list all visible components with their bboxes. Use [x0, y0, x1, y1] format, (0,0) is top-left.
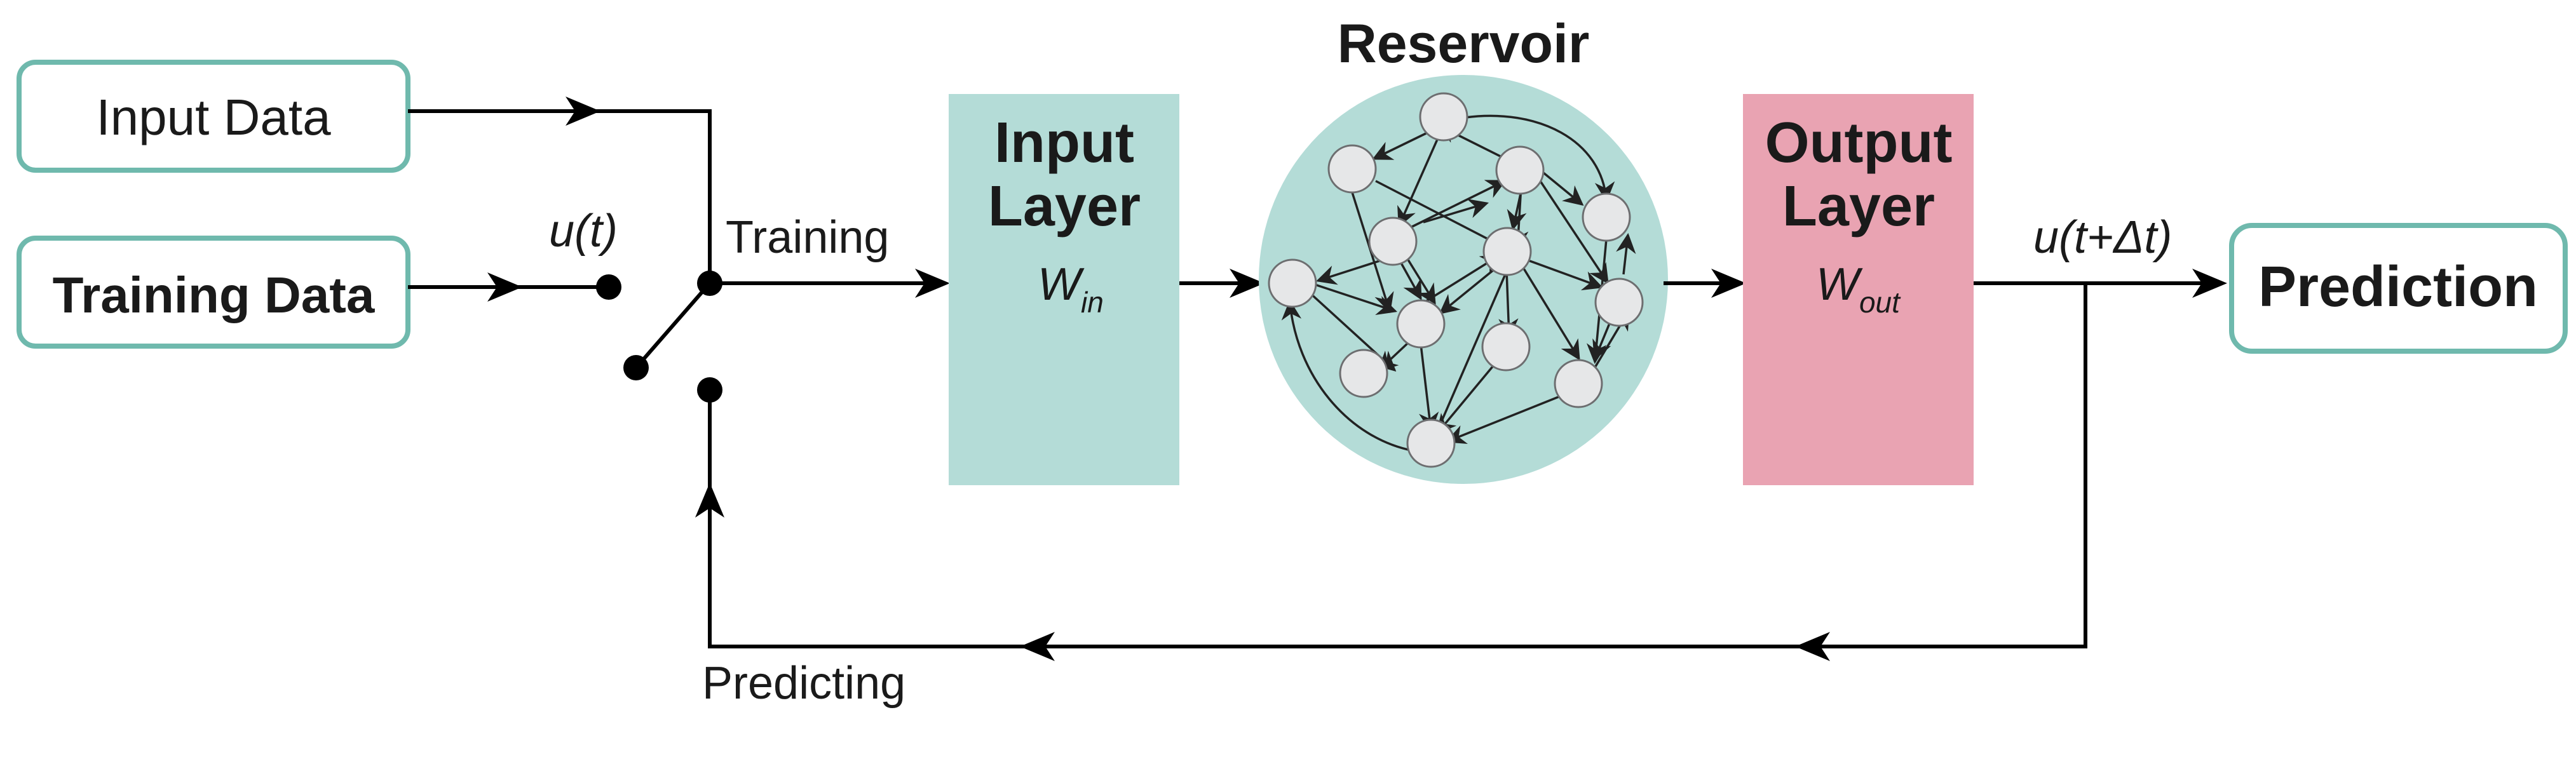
output-layer-box [1743, 94, 1974, 485]
reservoir-edge [1521, 265, 1580, 361]
input-weight-symbol: W [1038, 259, 1085, 310]
input-data-arrow [566, 97, 600, 126]
reservoir-node [1268, 258, 1317, 308]
reservoir-node [1582, 192, 1631, 242]
reservoir-node [1482, 227, 1532, 276]
training-contact [596, 274, 621, 300]
training-data-box [17, 236, 410, 349]
reservoir-node [1419, 92, 1468, 142]
u-next-label: u(t+Δt) [2033, 212, 2172, 263]
output-weight-label: Wout [1816, 259, 1901, 319]
input-layer-title-2: Layer [988, 175, 1141, 238]
reservoir-node [1396, 299, 1446, 349]
reservoir-edge [1592, 318, 1613, 361]
reservoir-title: Reservoir [1338, 13, 1590, 74]
reservoir-to-output-arrow [1711, 269, 1746, 298]
feedback-arrow-left [1020, 632, 1055, 661]
reservoir-node [1327, 144, 1377, 194]
switch-blade [634, 282, 712, 369]
reservoir-node [1481, 322, 1531, 372]
feedback-arrow-up [695, 483, 724, 518]
predicting-label: Predicting [702, 658, 905, 709]
feedback-loop-wire [708, 283, 2087, 648]
input-to-reservoir-arrow [1230, 269, 1264, 298]
reservoir-edge [1616, 232, 1636, 275]
output-layer-title-2: Layer [1782, 175, 1935, 238]
reservoir-edge [1407, 180, 1507, 230]
reservoir-edge [1423, 199, 1489, 224]
reservoir-node [1554, 359, 1603, 408]
output-layer-title-1: Output [1765, 111, 1953, 175]
prediction-box [2229, 223, 2568, 354]
reservoir-node [1406, 419, 1456, 468]
reservoir-edge [1435, 361, 1498, 435]
reservoir-edge [1535, 175, 1609, 285]
training-label: Training [726, 212, 889, 263]
reservoir-node [1339, 349, 1388, 398]
reservoir-edge [1375, 180, 1508, 250]
input-layer-title-1: Input [994, 111, 1134, 175]
input-data-label: Input Data [96, 89, 331, 145]
input-weight-subscript: in [1081, 286, 1104, 319]
reservoir-edge [1310, 282, 1397, 316]
input-weight-label: Win [1038, 259, 1104, 319]
output-to-prediction-arrow [2192, 269, 2227, 298]
reservoir-node [1495, 145, 1545, 195]
reservoir-edge [1528, 259, 1603, 291]
reservoir-node [1368, 217, 1418, 266]
reservoir-edge [1430, 269, 1508, 443]
input-data-box [17, 60, 410, 173]
reservoir-edge [1419, 344, 1439, 433]
switch-to-input-layer-arrow [915, 269, 950, 298]
training-data-label: Training Data [53, 267, 375, 323]
reservoir-nodes [1268, 92, 1644, 468]
training-data-arrow [487, 272, 522, 302]
reservoir-edge [1465, 114, 1615, 203]
prediction-label: Prediction [2258, 255, 2538, 319]
input-layer-box [949, 94, 1179, 485]
reservoir-node [1594, 278, 1644, 327]
feedback-arrow-right [1795, 632, 1830, 661]
reservoir-edge [1281, 299, 1414, 452]
input-data-wire [408, 109, 712, 283]
reservoir-edge [1316, 257, 1390, 285]
u-t-label: u(t) [549, 206, 618, 257]
output-weight-symbol: W [1816, 259, 1863, 310]
reservoir-edge [1397, 130, 1442, 227]
output-weight-subscript: out [1859, 286, 1901, 319]
